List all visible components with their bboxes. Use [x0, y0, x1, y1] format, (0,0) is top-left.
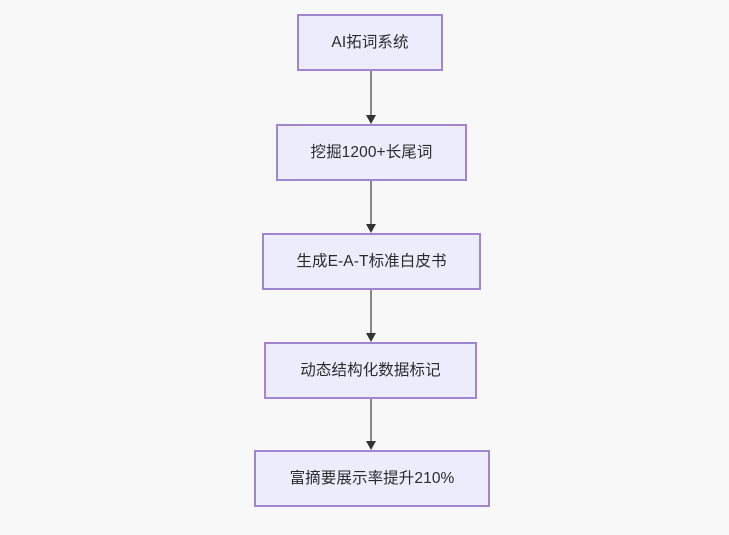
flow-node-label: 挖掘1200+长尾词 — [310, 143, 433, 161]
flow-node-ai-keyword-system[interactable]: AI拓词系统 — [297, 14, 443, 71]
arrow-down-icon — [366, 115, 376, 124]
connector-line — [370, 71, 372, 115]
connector-line — [370, 399, 372, 441]
flow-node-rich-snippet-impression-lift[interactable]: 富摘要展示率提升210% — [254, 450, 490, 507]
flow-node-label: AI拓词系统 — [331, 33, 409, 51]
flow-connector-1 — [364, 71, 378, 124]
flow-connector-2 — [364, 181, 378, 233]
flow-node-generate-eat-whitepaper[interactable]: 生成E-A-T标准白皮书 — [262, 233, 481, 290]
flow-connector-4 — [364, 399, 378, 450]
arrow-down-icon — [366, 441, 376, 450]
flow-node-dynamic-structured-data-markup[interactable]: 动态结构化数据标记 — [264, 342, 477, 399]
flow-node-label: 生成E-A-T标准白皮书 — [296, 252, 447, 270]
flow-node-label: 动态结构化数据标记 — [300, 361, 441, 379]
flow-node-mine-longtail-keywords[interactable]: 挖掘1200+长尾词 — [276, 124, 467, 181]
flow-node-label: 富摘要展示率提升210% — [289, 469, 455, 487]
arrow-down-icon — [366, 224, 376, 233]
arrow-down-icon — [366, 333, 376, 342]
connector-line — [370, 290, 372, 333]
connector-line — [370, 181, 372, 224]
flow-connector-3 — [364, 290, 378, 342]
